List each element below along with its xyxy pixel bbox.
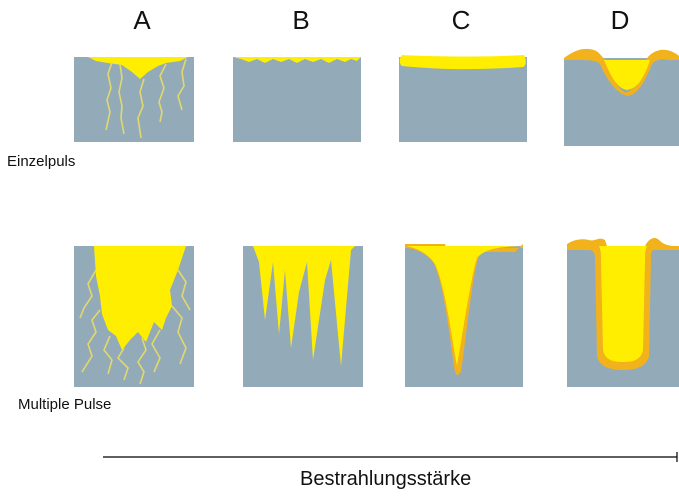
- melt-zone: [399, 55, 526, 70]
- panel-d-single-pulse: [564, 48, 679, 146]
- melt-zone: [604, 60, 650, 90]
- melt-zone: [94, 246, 186, 350]
- panel-a-single-pulse: [74, 57, 194, 142]
- panel-b-single-pulse: [233, 57, 361, 142]
- substrate-block: [399, 57, 527, 142]
- row-label-single-pulse: Einzelpuls: [7, 153, 76, 170]
- melt-zone: [253, 246, 355, 366]
- panel-a-multiple-pulse: [74, 246, 194, 387]
- column-label-b: B: [292, 5, 310, 35]
- column-label-c: C: [451, 5, 471, 35]
- panel-c-single-pulse: [399, 55, 527, 142]
- panel-b-multiple-pulse: [243, 246, 363, 387]
- panel-d-multiple-pulse: [567, 238, 679, 387]
- substrate-block: [233, 57, 361, 142]
- melt-zone: [88, 57, 188, 79]
- column-label-a: A: [133, 5, 151, 35]
- panel-c-multiple-pulse: [405, 244, 523, 387]
- crack-lines: [105, 58, 187, 139]
- melt-zone: [233, 57, 361, 63]
- melt-zone: [599, 246, 647, 362]
- row-label-multiple-pulse: Multiple Pulse: [18, 396, 112, 413]
- crack-lines: [79, 269, 191, 385]
- melt-zone: [407, 246, 521, 366]
- recast-rim: [564, 48, 679, 96]
- column-label-d: D: [610, 5, 630, 35]
- axis-label: Bestrahlungsstärke: [300, 468, 472, 490]
